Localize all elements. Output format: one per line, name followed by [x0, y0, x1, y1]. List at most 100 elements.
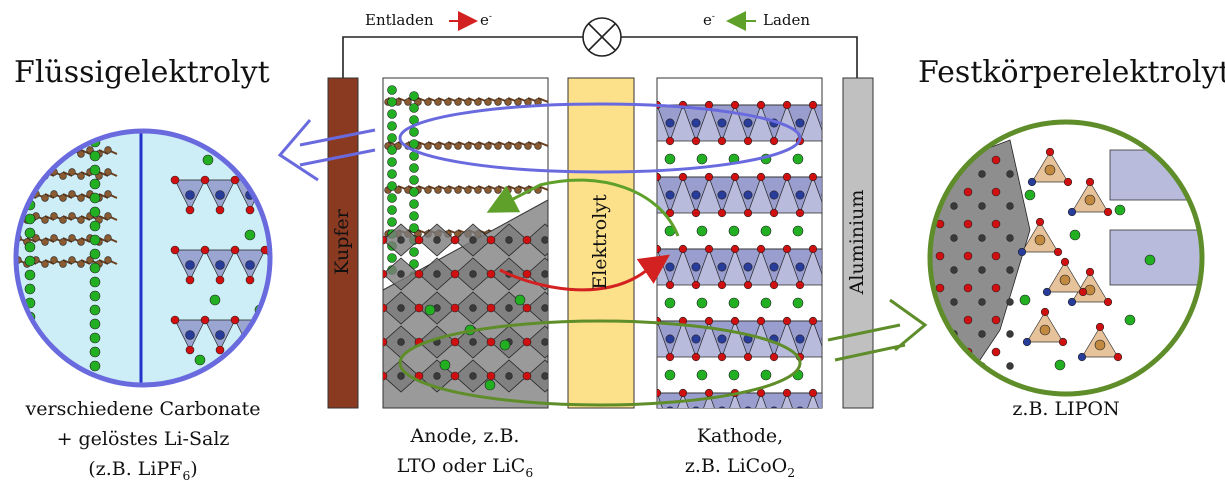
lithium-atom	[89, 150, 101, 162]
oxygen-atom	[782, 172, 792, 182]
oxygen-atom	[991, 187, 1001, 197]
carbon-atom	[32, 234, 40, 242]
lithium-atom	[387, 97, 397, 107]
discharge-ion-arrow	[499, 254, 670, 292]
oxygen-atom	[963, 283, 973, 293]
circuit-wire	[342, 36, 858, 78]
oxygen-atom	[963, 251, 973, 261]
oxygen-atom	[769, 208, 779, 218]
oxygen-atom	[756, 172, 766, 182]
lithium-atom	[89, 276, 101, 288]
oxygen-atom	[704, 244, 714, 254]
titanium-atom	[950, 298, 958, 306]
zoom-arrow-left	[277, 119, 376, 182]
titanium-atom	[469, 338, 477, 346]
cobalt-atom	[215, 330, 225, 340]
carbon-atom	[59, 238, 67, 246]
oxygen-atom	[678, 388, 688, 398]
oxygen-atom	[717, 136, 727, 146]
titanium-atom	[1006, 266, 1014, 274]
oxygen-atom	[665, 280, 675, 290]
carbon-atom	[494, 142, 502, 150]
lithium-atom	[89, 164, 101, 176]
lithium-atom	[89, 332, 101, 344]
oxygen-atom	[383, 337, 388, 347]
lithium-atom	[24, 241, 36, 253]
titanium-atom	[469, 270, 477, 278]
oxygen-atom	[1085, 177, 1095, 187]
liquid-desc-line2: + gelöstes Li-Salz	[56, 428, 230, 450]
oxygen-atom	[935, 347, 945, 357]
lithium-atom	[792, 297, 804, 309]
lithium-atom	[728, 369, 740, 381]
oxygen-atom	[170, 315, 180, 325]
carbon-atom	[484, 186, 492, 194]
carbon-atom	[464, 142, 472, 150]
carbon-atom	[68, 212, 76, 220]
lithium-atom	[387, 121, 397, 131]
lithium-atom	[760, 225, 772, 237]
cobalt-atom	[821, 192, 822, 198]
oxygen-atom	[1103, 297, 1113, 307]
lithium-atom	[409, 127, 419, 137]
cobalt-atom	[665, 190, 675, 200]
oxygen-atom	[691, 136, 701, 146]
lithium-atom	[696, 297, 708, 309]
oxygen-atom	[756, 244, 766, 254]
carbon-atom	[504, 98, 512, 106]
oxygen-atom	[963, 187, 973, 197]
lithium-atom	[89, 220, 101, 232]
carbon-atom	[484, 142, 492, 150]
cobalt-atom	[717, 190, 727, 200]
oxygen-atom	[383, 235, 388, 245]
oxygen-atom	[185, 345, 195, 355]
lithium-atom	[89, 234, 101, 246]
oxygen-atom	[1085, 267, 1095, 277]
oxygen-atom	[963, 379, 973, 389]
lithium-atom	[696, 225, 708, 237]
carbon-atom	[77, 172, 85, 180]
carbon-atom	[464, 98, 472, 106]
oxygen-atom	[522, 303, 532, 313]
oxygen-atom	[821, 140, 822, 142]
charge-ion-arrow	[486, 178, 680, 237]
oxygen-atom	[657, 172, 662, 182]
lithium-atom	[24, 339, 36, 351]
phosphorus-atom	[1094, 339, 1106, 351]
lithium-atom	[728, 225, 740, 237]
oxygen-atom	[200, 315, 210, 325]
oxygen-atom	[991, 347, 1001, 357]
oxygen-atom	[782, 388, 792, 398]
carbon-atom	[504, 142, 512, 150]
lithium-atom	[664, 369, 676, 381]
oxygen-atom	[170, 175, 180, 185]
oxygen-atom	[665, 208, 675, 218]
oxygen-atom	[795, 208, 805, 218]
oxygen-atom	[730, 172, 740, 182]
carbon-atom	[23, 172, 31, 180]
oxygen-atom	[704, 172, 714, 182]
nitrogen-atom	[1022, 337, 1032, 347]
oxygen-atom	[450, 235, 460, 245]
lithium-atom	[387, 181, 397, 191]
oxygen-atom	[414, 235, 424, 245]
carbon-atom	[434, 142, 442, 150]
cobalt-atom	[215, 260, 225, 270]
carbon-atom	[59, 216, 67, 224]
lithium-atom	[409, 103, 419, 113]
carbon-atom	[104, 234, 112, 242]
oxygen-atom	[691, 280, 701, 290]
oxygen-atom	[717, 280, 727, 290]
oxygen-atom	[991, 283, 1001, 293]
titanium-atom	[978, 234, 986, 242]
carbon-atom	[454, 98, 462, 106]
oxygen-atom	[782, 100, 792, 110]
oxygen-atom	[991, 219, 1001, 229]
lithium-atom	[89, 248, 101, 260]
carbon-atom	[444, 142, 452, 150]
lithium-atom	[499, 339, 511, 351]
titanium-atom	[950, 234, 958, 242]
lamp-icon	[582, 17, 622, 57]
carbon-atom	[514, 142, 522, 150]
